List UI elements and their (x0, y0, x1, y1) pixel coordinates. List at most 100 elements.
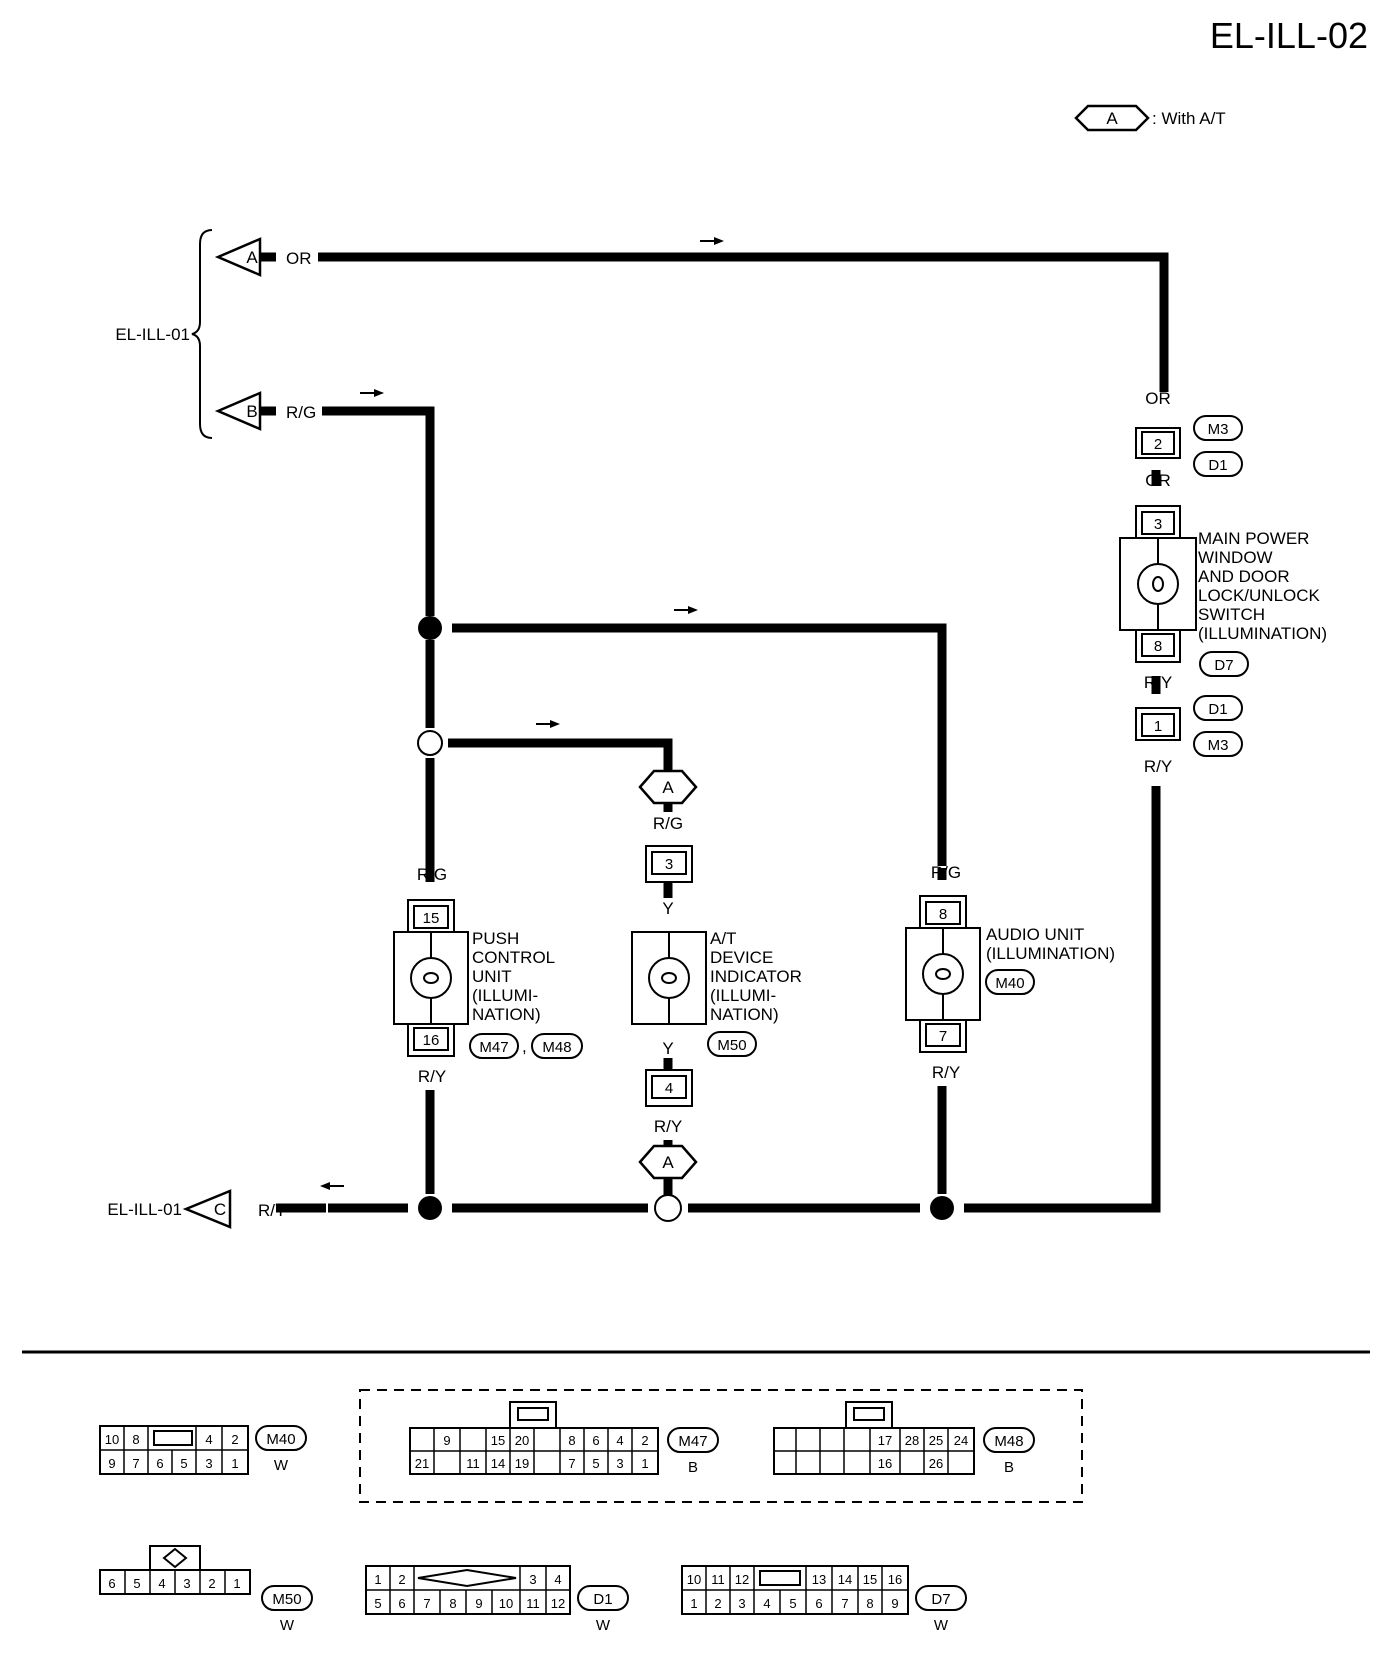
connector-id-badge: M40 (266, 1431, 295, 1448)
svg-text:16: 16 (423, 1032, 440, 1049)
svg-text:1: 1 (1154, 718, 1162, 735)
svg-text:15: 15 (863, 1572, 877, 1587)
connector-view-d7: 10 11 12 13 14 15 16 1 2 3 4 5 6 7 8 9 D… (681, 1565, 967, 1634)
svg-text:14: 14 (838, 1572, 852, 1587)
arrow-right-icon (536, 720, 560, 728)
svg-text:UNIT: UNIT (472, 967, 512, 986)
lamp-icon (1137, 563, 1179, 605)
legend: A : With A/T (1074, 104, 1226, 132)
connector-view-m47: 9 15 20 8 6 4 2 21 11 14 19 7 5 3 1 M47 … (409, 1401, 719, 1476)
svg-text:3: 3 (529, 1572, 536, 1587)
key-diamond-icon (162, 1547, 188, 1569)
connector-id-badge: M48 (542, 1039, 571, 1056)
connector-id-badge: D1 (1208, 701, 1227, 718)
svg-text:4: 4 (616, 1433, 623, 1448)
svg-text:5: 5 (789, 1596, 796, 1611)
svg-text:W: W (596, 1617, 611, 1634)
svg-text:8: 8 (1154, 638, 1162, 655)
svg-text:20: 20 (515, 1433, 529, 1448)
legend-symbol: A (1106, 109, 1118, 128)
svg-text:A: A (662, 778, 674, 797)
svg-text:NATION): NATION) (472, 1005, 541, 1024)
svg-text:W: W (280, 1617, 295, 1634)
svg-text:7: 7 (568, 1456, 575, 1471)
svg-text:15: 15 (423, 910, 440, 927)
connector-view-d1: 1 2 3 4 5 6 7 8 9 10 11 12 D1 W (365, 1565, 629, 1634)
svg-text:2: 2 (231, 1432, 238, 1447)
svg-text:5: 5 (592, 1456, 599, 1471)
svg-text:R/Y: R/Y (1144, 757, 1172, 776)
svg-text:5: 5 (180, 1456, 187, 1471)
option-connector-icon (638, 1144, 698, 1180)
svg-text:25: 25 (929, 1433, 943, 1448)
svg-text:1: 1 (233, 1576, 240, 1591)
svg-text:8: 8 (568, 1433, 575, 1448)
connector-id-badge: M47 (479, 1039, 508, 1056)
svg-text:9: 9 (475, 1596, 482, 1611)
svg-text:8: 8 (449, 1596, 456, 1611)
lamp-icon (922, 953, 964, 995)
push-control-unit: R/G 15 16 R/Y PUSH CONTROL UNIT (ILLUMI-… (393, 865, 583, 1086)
svg-text:R/Y: R/Y (418, 1067, 446, 1086)
svg-text:C: C (214, 1200, 226, 1219)
wire-label-or: OR (286, 249, 312, 268)
svg-text:19: 19 (515, 1456, 529, 1471)
svg-text:SWITCH: SWITCH (1198, 605, 1265, 624)
svg-text:R/Y: R/Y (1144, 673, 1172, 692)
connector-id-badge: D7 (931, 1591, 950, 1608)
svg-text:4: 4 (158, 1576, 165, 1591)
svg-text:3: 3 (1154, 516, 1162, 533)
offpage-connector-c: C EL-ILL-01 R/Y (107, 1189, 286, 1229)
svg-text:7: 7 (423, 1596, 430, 1611)
svg-text:W: W (274, 1457, 289, 1474)
svg-text:13: 13 (812, 1572, 826, 1587)
svg-text:24: 24 (954, 1433, 968, 1448)
svg-text:4: 4 (205, 1432, 212, 1447)
svg-text:DEVICE: DEVICE (710, 948, 773, 967)
svg-text:2: 2 (208, 1576, 215, 1591)
svg-text:10: 10 (687, 1572, 701, 1587)
splice-point (930, 1196, 954, 1220)
wire-label-rg: R/G (286, 403, 316, 422)
svg-text:1: 1 (641, 1456, 648, 1471)
svg-text:,: , (522, 1037, 527, 1056)
svg-text:R/G: R/G (931, 863, 961, 882)
svg-text:B: B (1004, 1459, 1014, 1476)
svg-text:11: 11 (526, 1596, 540, 1611)
svg-text:R/G: R/G (417, 865, 447, 884)
connector-id-badge: D1 (593, 1591, 612, 1608)
splice-point-open (654, 1194, 682, 1222)
svg-text:R/Y: R/Y (932, 1063, 960, 1082)
arrow-right-icon (674, 606, 698, 614)
svg-text:9: 9 (108, 1456, 115, 1471)
connector-id-badge: D1 (1208, 457, 1227, 474)
svg-text:(ILLUMI-: (ILLUMI- (472, 986, 538, 1005)
audio-unit: R/G 8 7 R/Y AUDIO UNIT (ILLUMINATION) M4… (905, 863, 1115, 1082)
offpage-connector-b: B R/G (214, 391, 316, 431)
connector-id-badge: M3 (1208, 421, 1229, 438)
key-diamond-icon (417, 1568, 517, 1588)
legend-text: : With A/T (1152, 109, 1226, 128)
svg-text:(ILLUMI-: (ILLUMI- (710, 986, 776, 1005)
offpage-brace (191, 229, 213, 439)
svg-text:B: B (688, 1459, 698, 1476)
svg-text:A/T: A/T (710, 929, 736, 948)
svg-text:1: 1 (374, 1572, 381, 1587)
svg-text:OR: OR (1145, 471, 1171, 490)
svg-text:7: 7 (841, 1596, 848, 1611)
svg-text:1: 1 (231, 1456, 238, 1471)
svg-text:4: 4 (554, 1572, 561, 1587)
svg-text:21: 21 (415, 1456, 429, 1471)
connector-group-frame (359, 1389, 1083, 1503)
svg-text:9: 9 (891, 1596, 898, 1611)
svg-text:12: 12 (551, 1596, 565, 1611)
wires (260, 252, 1169, 1213)
current-arrows (320, 237, 724, 1190)
svg-text:4: 4 (763, 1596, 770, 1611)
connector-id-badge: M48 (994, 1433, 1023, 1450)
svg-text:Y: Y (662, 899, 673, 918)
arrow-right-icon (700, 237, 724, 245)
svg-text:3: 3 (665, 856, 673, 873)
